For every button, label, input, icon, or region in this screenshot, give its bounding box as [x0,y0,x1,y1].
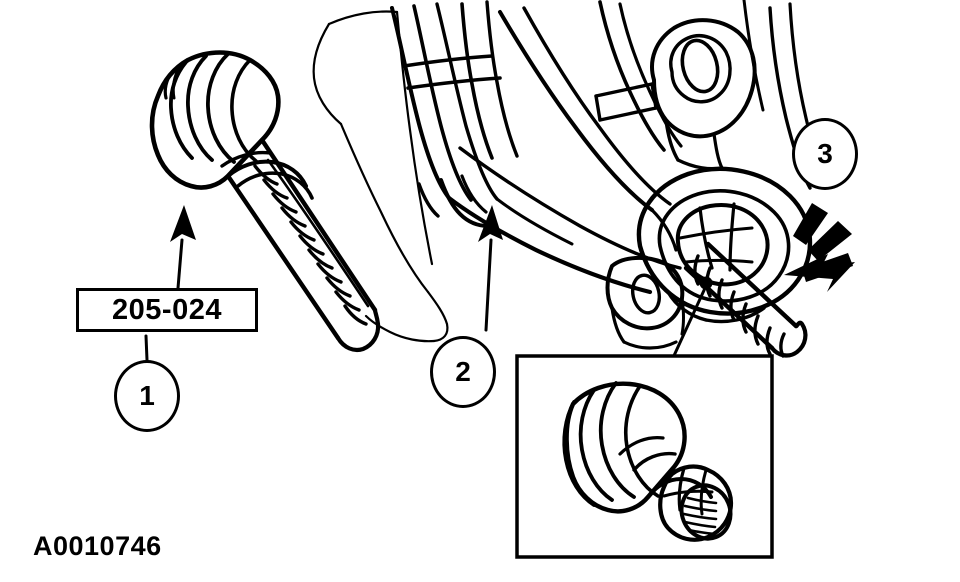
leader-arrowheads [170,205,503,242]
axle-housing-assembly [390,0,829,350]
leader-line-1-circle [144,334,149,362]
leader-lines [144,238,708,362]
tool-number-box: 205-024 [76,288,258,332]
callout-marker-3: 3 [792,118,858,190]
leader-line-inset [670,284,708,362]
inset-adapter-bushing [562,381,734,542]
callout-number-2: 2 [455,356,471,387]
arrowhead-1 [170,205,196,242]
tool-shank-installed [683,241,808,358]
force-direction-indicator [784,203,855,292]
tool-number-text: 205-024 [112,293,222,326]
leader-line-2 [484,238,493,332]
detail-leader-dot [699,276,713,290]
callout-number-1: 1 [139,380,155,411]
inset-detail-box [515,354,774,559]
callout-number-3: 3 [817,138,833,169]
callout-marker-2: 2 [430,336,496,408]
arrowhead-2 [478,205,503,242]
special-service-tool-205-024 [149,50,381,353]
leader-line-1 [176,238,184,290]
figure-id-label: A0010746 [33,531,162,561]
callout-marker-1: 1 [114,360,180,432]
